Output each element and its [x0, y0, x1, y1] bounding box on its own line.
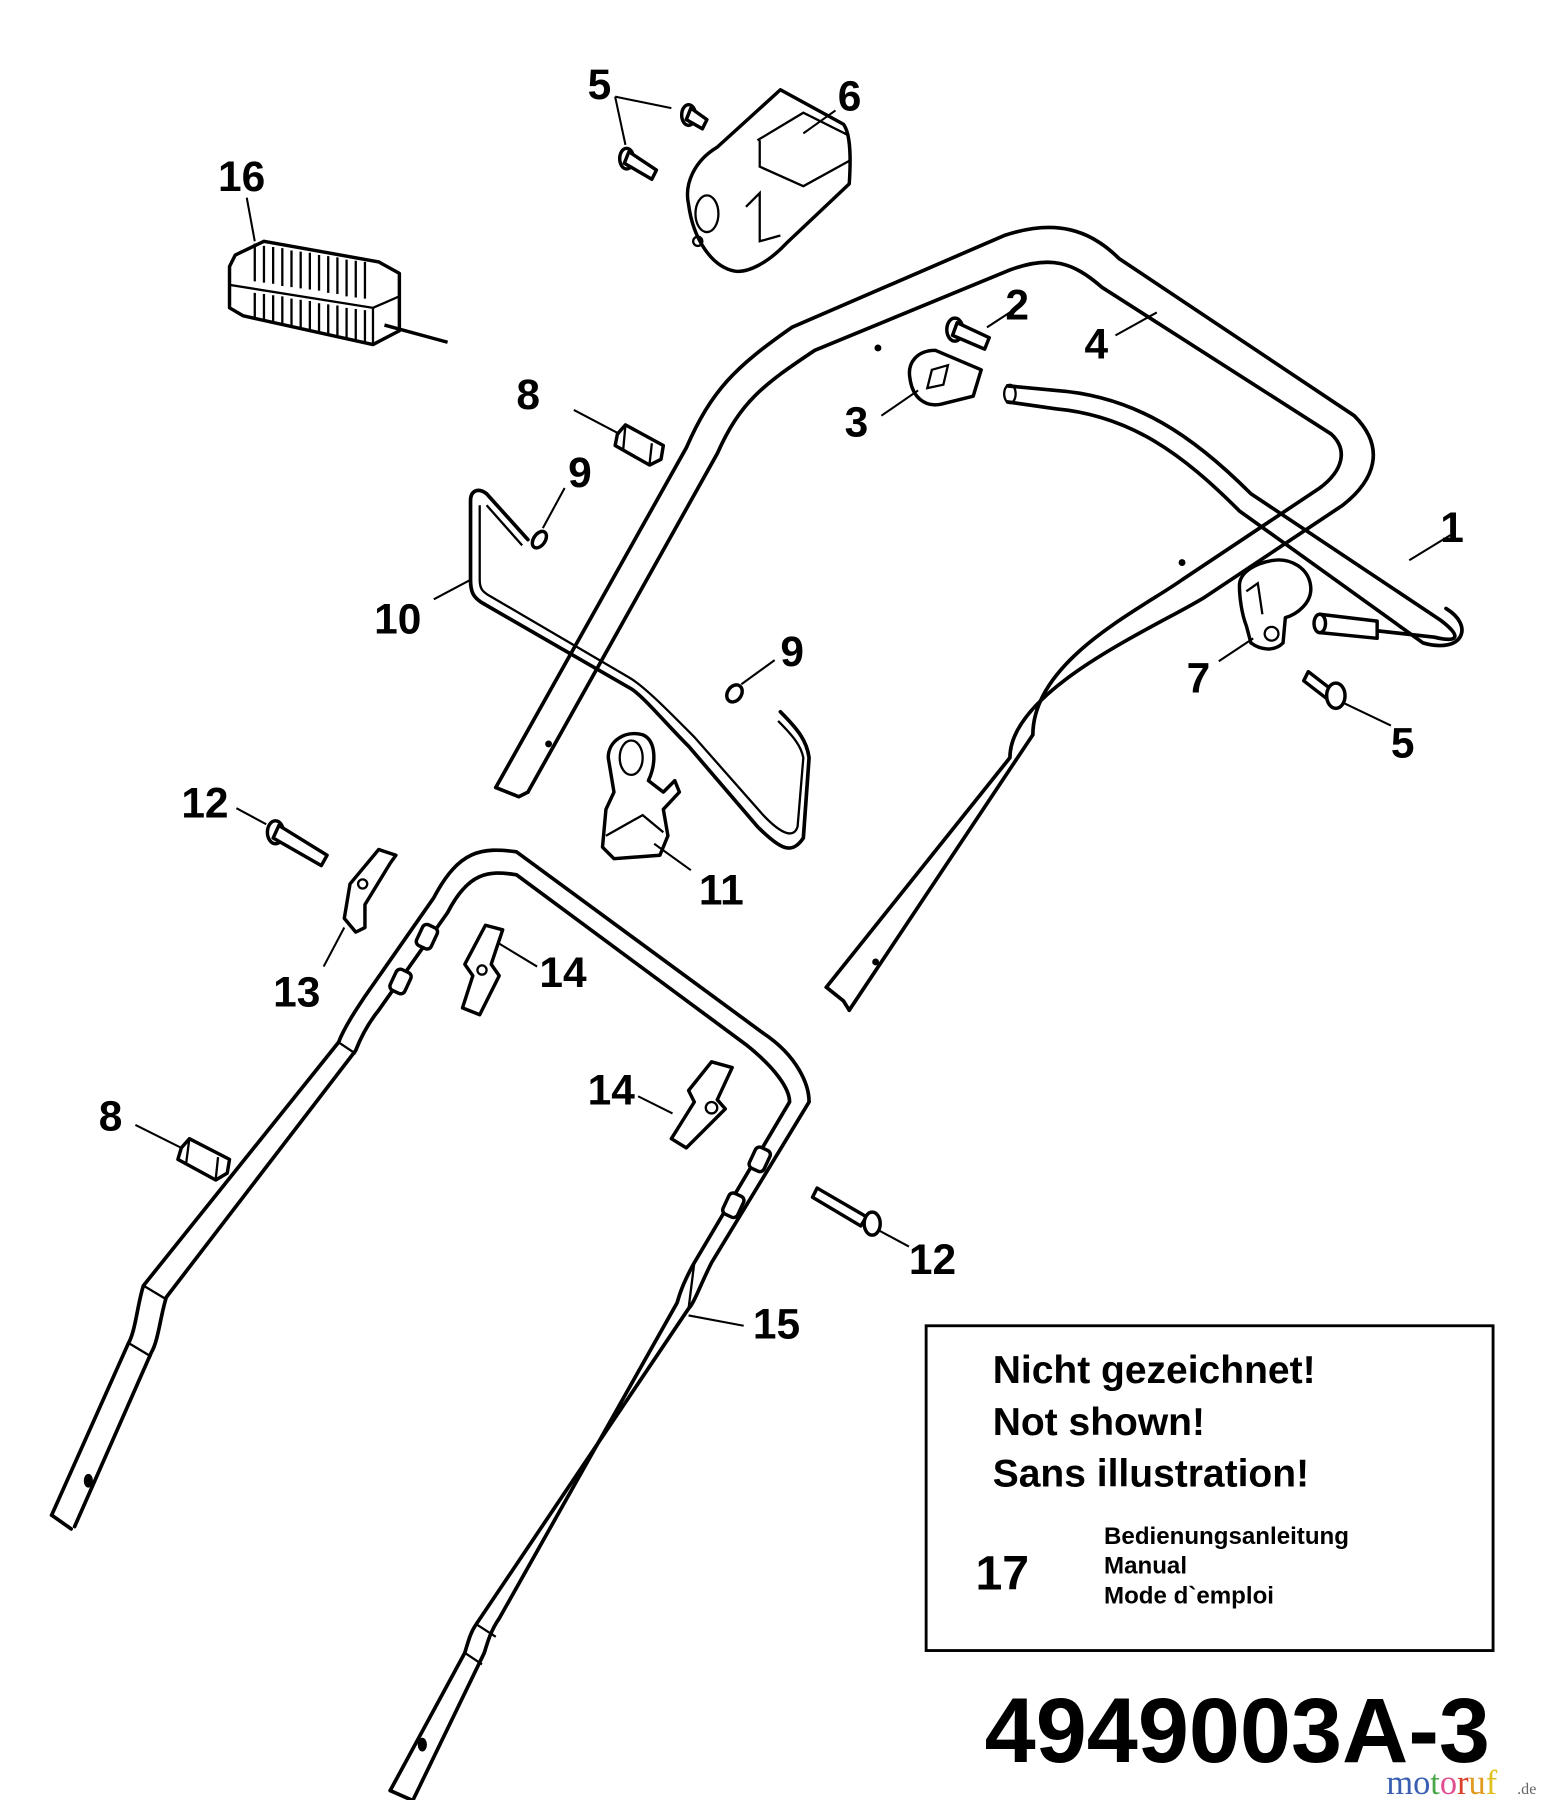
not-shown-de: Nicht gezeichnet! — [993, 1349, 1316, 1392]
label-1: 1 — [1440, 504, 1464, 551]
wingnut-part-14-lower — [669, 1060, 734, 1150]
clamp-part-7 — [1237, 558, 1313, 651]
watermark-letter: o — [1413, 1764, 1430, 1800]
label-12-right: 12 — [909, 1236, 956, 1283]
watermark-letter: o — [1440, 1764, 1457, 1800]
bolt-part-12-left — [265, 819, 329, 868]
lower-handle-part-15 — [49, 848, 811, 1800]
clamp-part-3 — [907, 348, 983, 407]
bracket-part-13 — [342, 847, 398, 934]
plug-part-8-upper — [613, 423, 666, 467]
label-16: 16 — [218, 153, 265, 200]
washer-part-9-lower — [725, 683, 744, 704]
label-12-left: 12 — [181, 779, 228, 826]
watermark: motoruf .de — [1386, 1764, 1536, 1800]
screw-part-5-right — [1301, 669, 1347, 711]
wingnut-part-14-upper — [460, 923, 505, 1017]
bar-part-1 — [1003, 383, 1464, 648]
charger-part-16 — [227, 239, 449, 347]
label-9-lower: 9 — [780, 628, 804, 675]
upper-handle-part-4 — [493, 225, 1375, 1013]
screw-part-2 — [945, 316, 991, 351]
label-10: 10 — [374, 596, 421, 643]
watermark-letter: m — [1386, 1764, 1413, 1800]
item-17-desc-de: Bedienungsanleitung — [1104, 1523, 1349, 1550]
label-4: 4 — [1085, 320, 1109, 367]
label-11: 11 — [699, 867, 744, 914]
item-17-number: 17 — [975, 1547, 1029, 1601]
item-17-desc-en: Manual — [1104, 1553, 1187, 1580]
label-2: 2 — [1005, 281, 1029, 328]
drawing-number: 4949003A-3 — [985, 1680, 1490, 1782]
label-14-upper: 14 — [539, 949, 587, 996]
item-17-desc-fr: Mode d`emploi — [1104, 1582, 1274, 1609]
label-14-lower: 14 — [588, 1066, 636, 1113]
label-7: 7 — [1187, 654, 1211, 701]
label-8-lower: 8 — [99, 1093, 123, 1140]
watermark-logo: motoruf — [1386, 1764, 1497, 1800]
plug-part-8-lower — [176, 1136, 232, 1182]
watermark-letter: t — [1430, 1764, 1440, 1800]
label-5-top: 5 — [588, 61, 612, 108]
washer-part-9-upper — [530, 529, 549, 550]
watermark-letter: r — [1457, 1764, 1469, 1800]
clip-part-11 — [600, 731, 682, 861]
watermark-suffix: .de — [1517, 1781, 1536, 1798]
wire-bail-part-10 — [468, 488, 811, 850]
watermark-letter: f — [1486, 1764, 1498, 1800]
label-13: 13 — [273, 969, 320, 1016]
screw-part-5-top — [617, 102, 709, 182]
label-3: 3 — [845, 398, 869, 445]
label-5-right: 5 — [1391, 720, 1415, 767]
label-15: 15 — [753, 1300, 800, 1347]
label-8-upper: 8 — [516, 371, 540, 418]
not-shown-en: Not shown! — [993, 1401, 1205, 1444]
cover-part-6 — [685, 88, 852, 274]
not-shown-fr: Sans illustration! — [993, 1452, 1309, 1495]
watermark-letter: u — [1469, 1764, 1486, 1800]
not-shown-box: Nicht gezeichnet! Not shown! Sans illust… — [924, 1324, 1495, 1652]
label-9-upper: 9 — [568, 449, 592, 496]
bolt-part-12-right — [810, 1186, 882, 1237]
label-6: 6 — [838, 72, 862, 119]
